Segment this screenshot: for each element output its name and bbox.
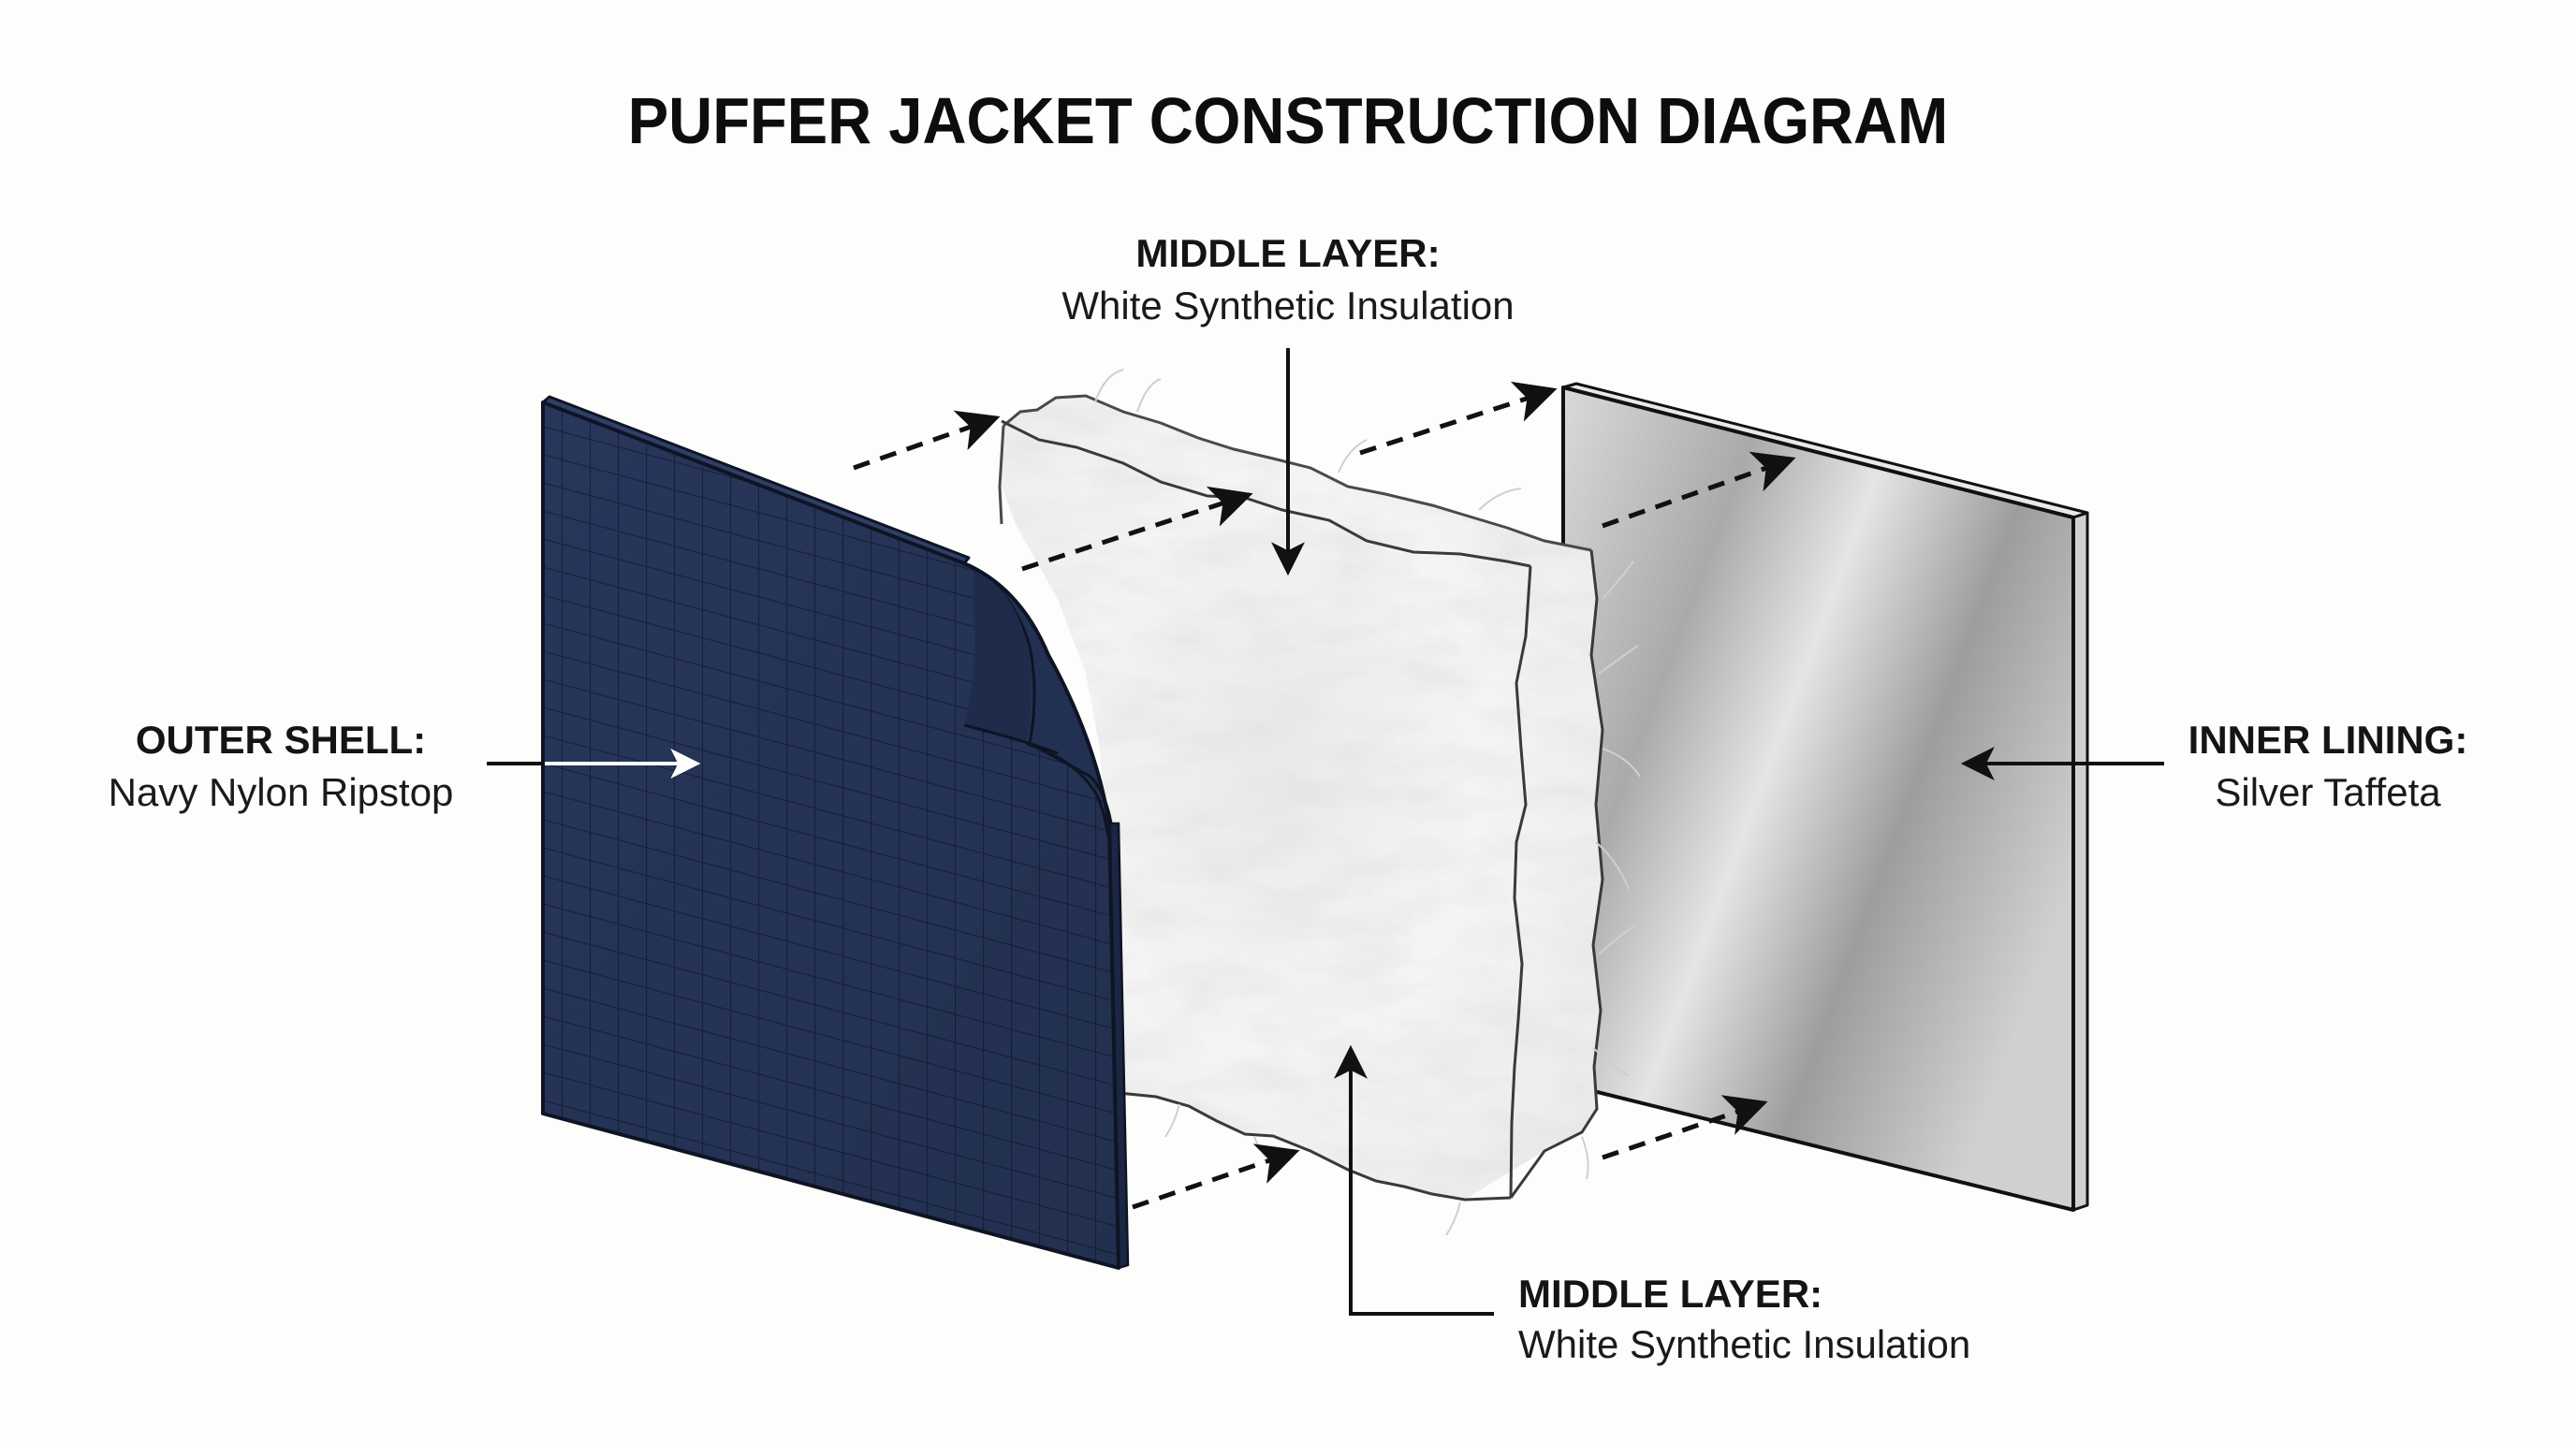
- diagram-title: PUFFER JACKET CONSTRUCTION DIAGRAM: [627, 84, 1949, 157]
- label-heading: OUTER SHELL:: [135, 718, 427, 762]
- dashed-arrow-icon: [1359, 381, 1558, 456]
- label-description: Silver Taffeta: [2215, 770, 2441, 814]
- label-pointers: [487, 348, 2164, 1316]
- label-description: Navy Nylon Ripstop: [108, 770, 454, 814]
- label-heading: INNER LINING:: [2188, 718, 2468, 762]
- inner-lining-panel: [1561, 382, 2089, 1212]
- label-description: White Synthetic Insulation: [1061, 284, 1515, 328]
- fiber-strands: [1094, 369, 1641, 1236]
- outer-shell-panel: [541, 395, 1130, 1270]
- insulation-block: [998, 369, 1641, 1236]
- dashed-arrow-icon: [1021, 486, 1253, 572]
- dashed-arrow-icon: [1602, 451, 1796, 529]
- pointer-arrow-icon: [1334, 1044, 1494, 1316]
- dashed-arrow-icon: [1132, 1143, 1300, 1210]
- assembly-arrows: [853, 381, 1796, 1210]
- dashed-arrow-icon: [853, 410, 1001, 471]
- label-heading: MIDDLE LAYER:: [1135, 231, 1441, 275]
- label-description: White Synthetic Insulation: [1518, 1322, 1971, 1366]
- label-heading: MIDDLE LAYER:: [1518, 1272, 1823, 1316]
